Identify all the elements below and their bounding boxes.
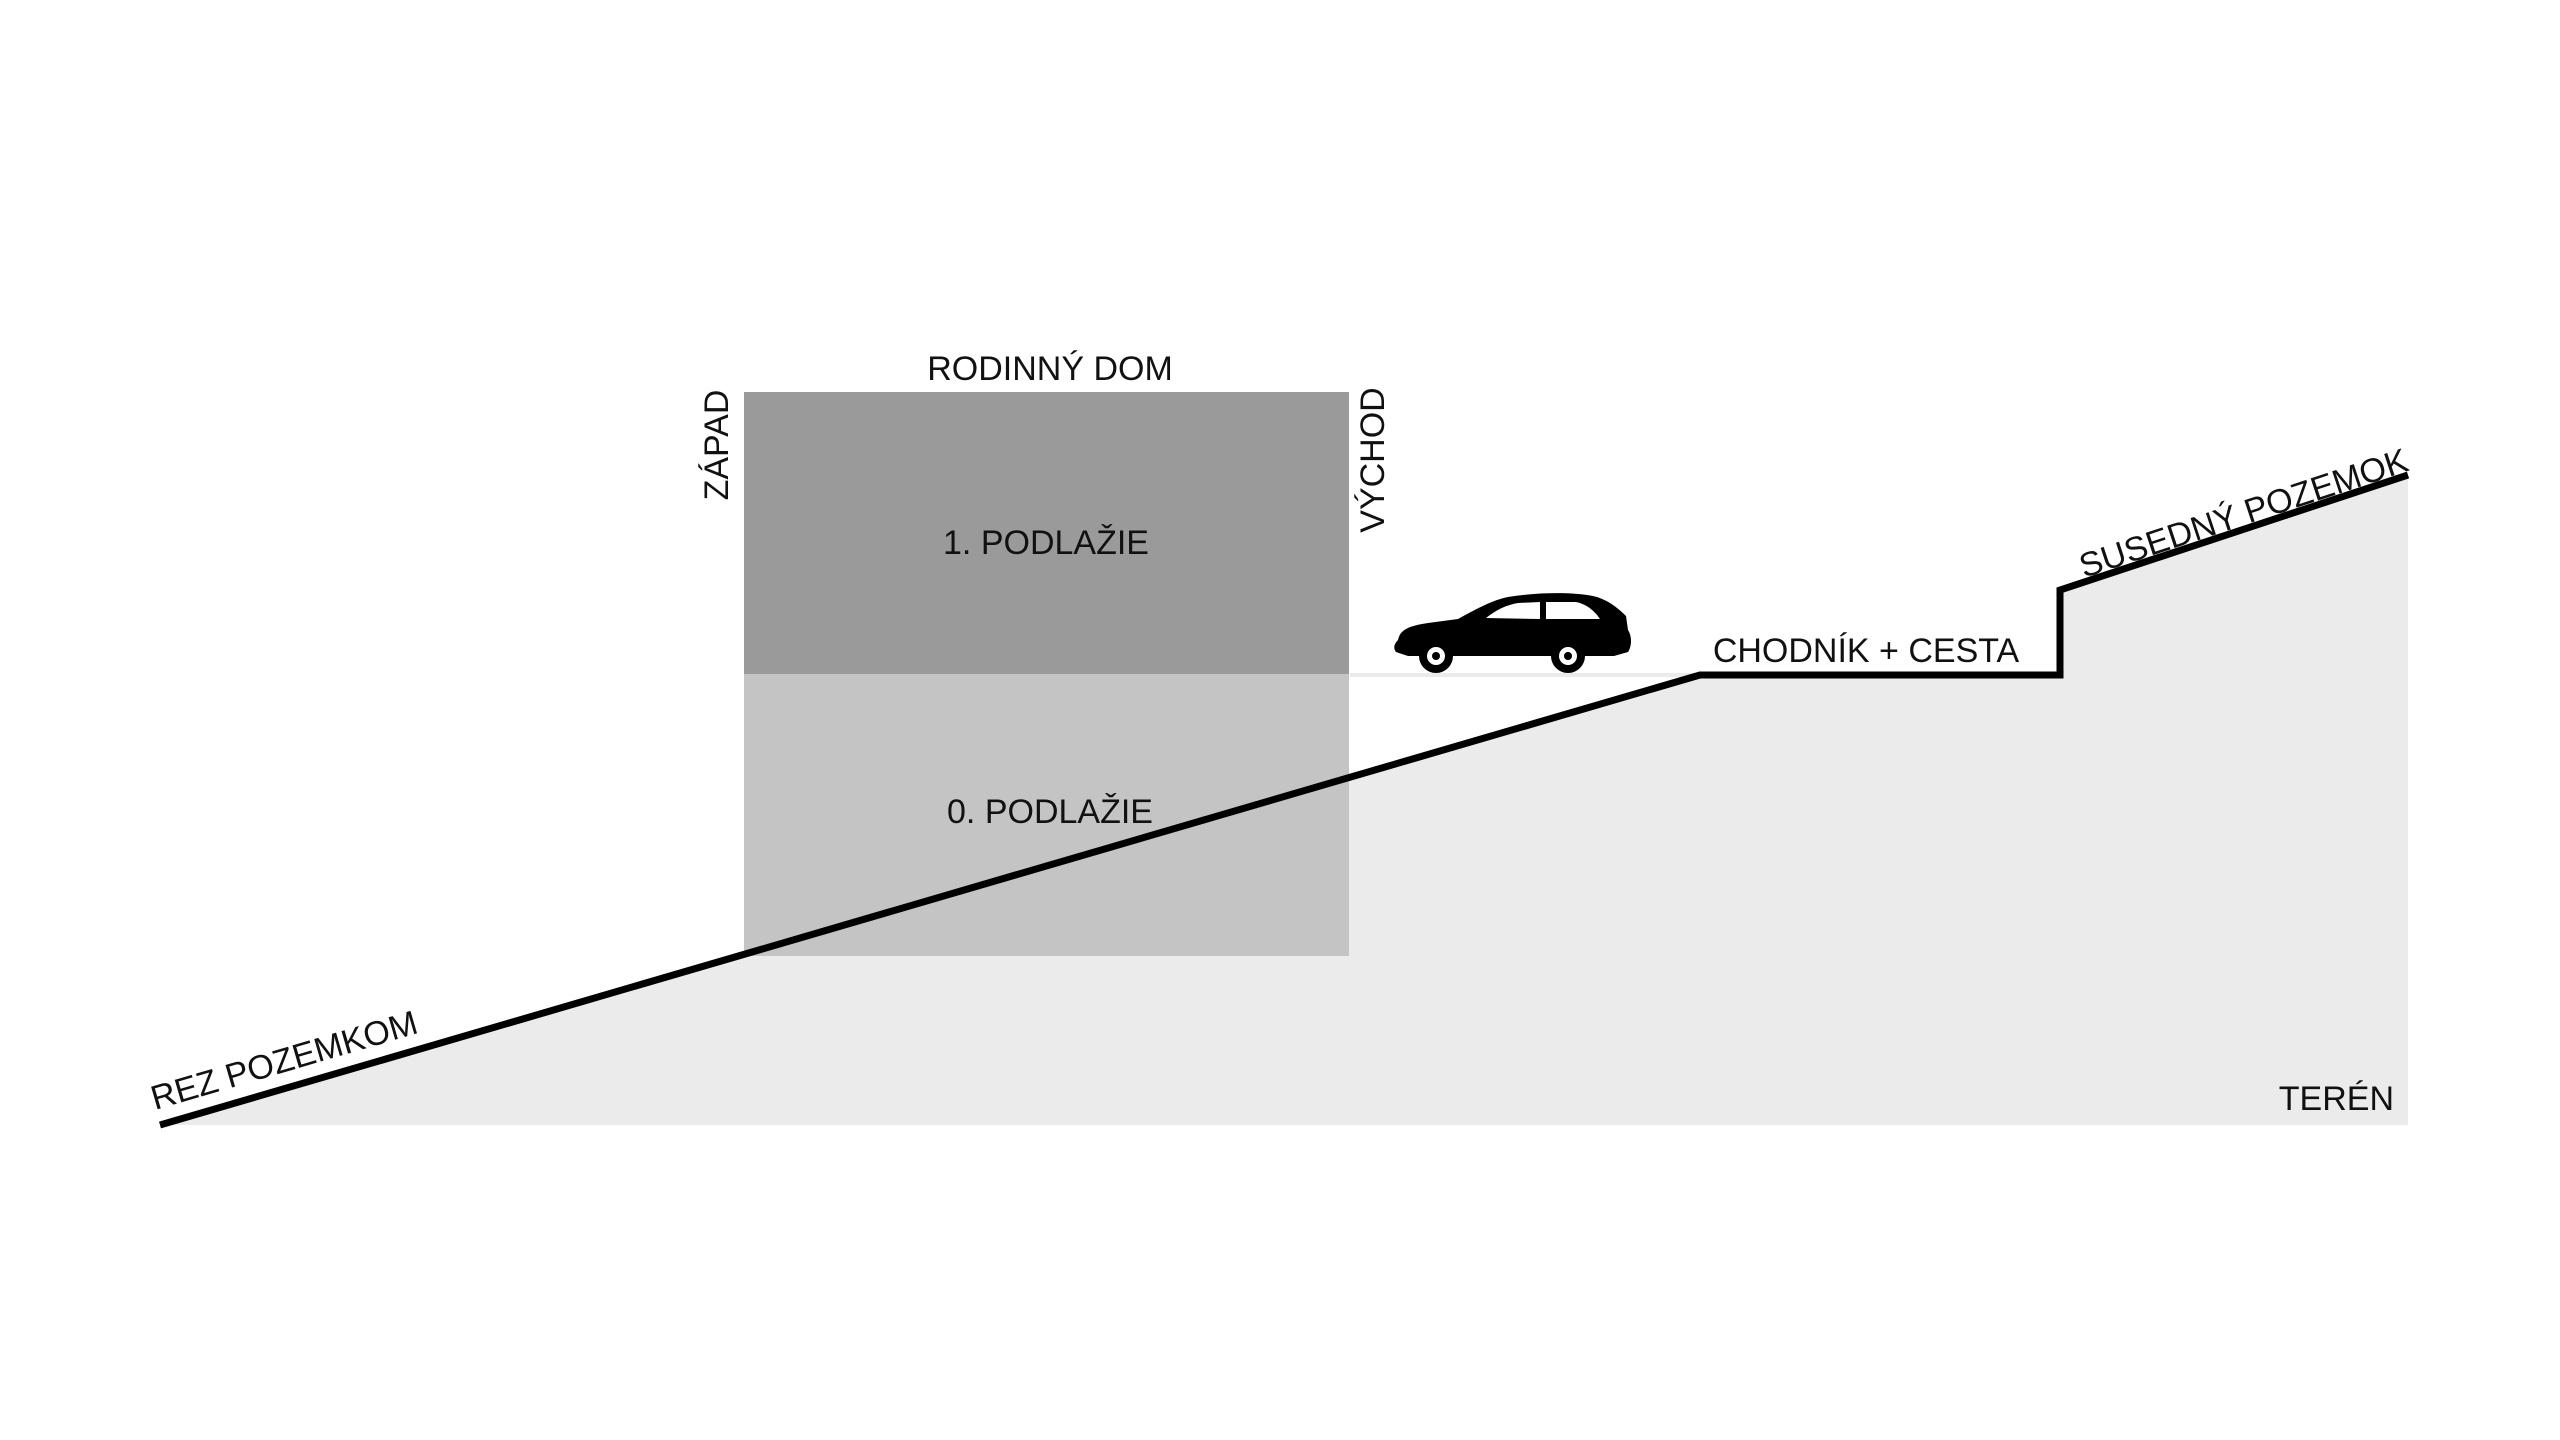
street-level-strip <box>1350 673 1710 677</box>
floor-0-label: 0. PODLAŽIE <box>947 793 1153 831</box>
terrain-label: TERÉN <box>2279 1080 2394 1118</box>
floor-1-block <box>744 392 1349 674</box>
car-icon <box>1394 593 1631 673</box>
sidewalk-road-label: CHODNÍK + CESTA <box>1713 632 2020 670</box>
floor-0-block <box>744 674 1349 956</box>
terrain-profile-line <box>159 471 2410 1129</box>
house-title: RODINNÝ DOM <box>927 350 1173 388</box>
west-label: ZÁPAD <box>698 390 736 501</box>
floor-1-label: 1. PODLAŽIE <box>943 524 1149 562</box>
east-label: VÝCHOD <box>1354 387 1392 532</box>
